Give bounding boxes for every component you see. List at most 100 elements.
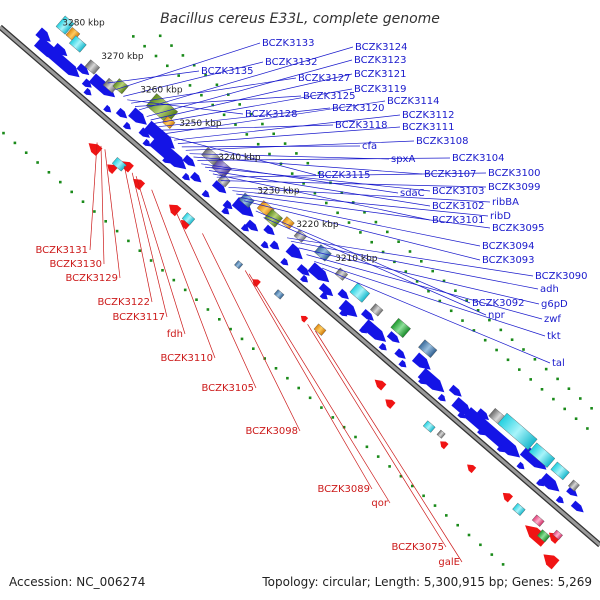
forward-gene-arrow (260, 240, 269, 249)
track-dot (2, 131, 5, 135)
forward-label-leader (134, 95, 302, 107)
track-dot (563, 407, 566, 411)
forward-label-leader (170, 136, 317, 176)
track-dot (229, 327, 232, 331)
annotation-box (145, 93, 179, 125)
track-dot (415, 280, 419, 283)
track-dot (340, 191, 344, 194)
track-dot (431, 269, 434, 273)
reverse-gene-arrow (107, 164, 118, 174)
forward-gene-arrow (263, 224, 275, 236)
forward-gene-arrow (162, 155, 171, 164)
kbp-tick-label: 3210 kbp (335, 254, 378, 264)
reverse-gene-arrow-shape (169, 204, 182, 217)
track-dot (252, 347, 255, 350)
forward-label-leader (150, 73, 353, 121)
track-dot (388, 465, 391, 468)
track-dot (170, 44, 173, 47)
forward-gene-arrow-shape (476, 408, 489, 421)
forward-label-leader (181, 145, 361, 148)
track-dot (183, 288, 187, 292)
annotation-box (111, 157, 127, 172)
track-dot (290, 172, 294, 175)
track-dot (313, 191, 317, 195)
annotation-box-shape (531, 514, 545, 527)
forward-gene-arrow (35, 27, 51, 42)
forward-gene-arrow-shape (536, 478, 545, 487)
forward-label-leader (197, 157, 451, 161)
reverse-gene-arrow (300, 315, 309, 323)
forward-gene-arrow-shape (285, 243, 303, 260)
annotation-box-shape (273, 289, 285, 300)
track-dot (268, 152, 271, 156)
annotation-box (550, 461, 570, 481)
forward-gene-label: BCZK3119 (354, 84, 407, 95)
track-dot (261, 122, 264, 126)
track-dot (411, 484, 414, 488)
track-dot (438, 299, 442, 303)
forward-gene-arrow (128, 107, 147, 125)
forward-gene-arrow (463, 407, 521, 458)
track-dot (274, 367, 278, 370)
reverse-gene-arrow-shape (467, 464, 477, 474)
reverse-gene-label: BCZK3105 (201, 383, 254, 394)
reverse-gene-arrow-shape (88, 143, 103, 157)
reverse-gene-arrow-shape (252, 279, 261, 288)
track-dot (590, 407, 593, 410)
reverse-gene-arrow (440, 441, 449, 450)
annotation-box-shape (313, 323, 327, 336)
forward-gene-arrow-shape (52, 43, 68, 57)
annotation-box-shape (238, 192, 255, 208)
track-dot (342, 425, 346, 429)
forward-gene-arrow-shape (463, 407, 521, 458)
forward-gene-label: BCZK3108 (416, 136, 469, 147)
forward-gene-arrow (337, 288, 349, 300)
track-dot (467, 533, 471, 537)
annotation-box-shape (84, 59, 101, 75)
reverse-label-leader (124, 166, 153, 303)
accession-text: Accession: NC_006274 (9, 575, 145, 589)
forward-gene-arrow-shape (437, 393, 446, 402)
forward-gene-arrow-shape (566, 486, 578, 497)
annotation-box (314, 244, 332, 262)
reverse-gene-label: fdh (167, 329, 183, 340)
track-dot (286, 376, 289, 380)
forward-gene-arrow-shape (211, 180, 227, 194)
forward-gene-arrow-shape (149, 135, 187, 170)
feature-tracks (33, 15, 584, 570)
track-dot (132, 35, 135, 38)
track-dot (445, 514, 448, 517)
track-dot (24, 151, 28, 154)
track-dot (47, 171, 51, 174)
forward-gene-label: BCZK3135 (201, 66, 254, 77)
forward-gene-arrow (539, 472, 560, 492)
reverse-gene-arrow (133, 178, 146, 191)
reverse-gene-arrow-shape (440, 441, 449, 450)
forward-gene-arrow-shape (222, 199, 233, 210)
track-dot (249, 112, 253, 116)
reverse-gene-arrow-shape (107, 164, 118, 174)
reverse-gene-arrow (374, 379, 387, 391)
forward-gene-arrow (222, 199, 233, 210)
genome-summary-text: Topology: circular; Length: 5,300,915 bp… (261, 575, 592, 589)
track-dot (461, 319, 464, 322)
forward-label-leader (127, 99, 244, 115)
forward-label-leader (240, 197, 481, 247)
forward-gene-arrow-shape (378, 342, 387, 351)
forward-gene-arrow-shape (359, 325, 368, 334)
reverse-gene-arrow-shape (525, 525, 549, 547)
track-dot (544, 367, 548, 371)
forward-gene-label: BCZK3123 (354, 55, 407, 66)
forward-gene-arrow (182, 154, 196, 167)
track-dot (234, 123, 237, 126)
reverse-gene-label: BCZK3131 (35, 245, 88, 256)
reverse-gene-arrow (169, 204, 182, 217)
forward-gene-arrow (143, 120, 175, 149)
forward-gene-arrow-shape (128, 107, 147, 125)
forward-gene-arrow-shape (88, 73, 116, 98)
forward-label-leader (216, 172, 487, 178)
forward-gene-label: tkt (547, 331, 561, 342)
track-dot (586, 427, 589, 430)
track-dot (166, 64, 169, 68)
forward-gene-arrow-shape (417, 368, 445, 393)
